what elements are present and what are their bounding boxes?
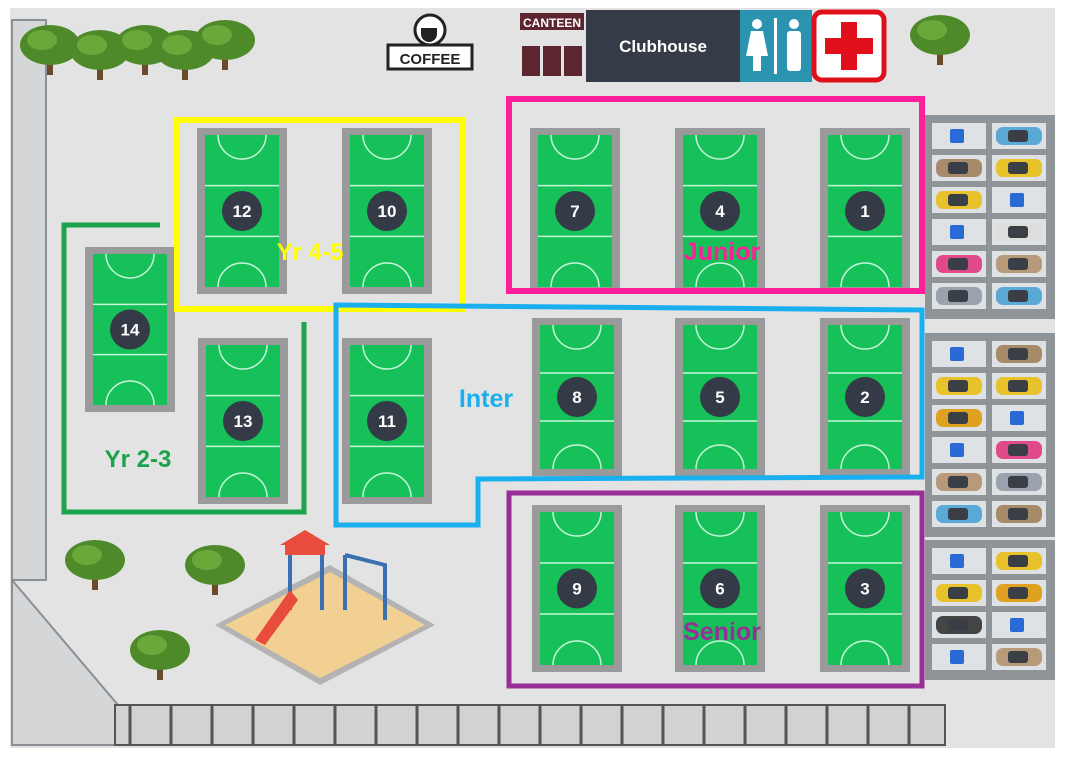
court-number-badge [557, 377, 597, 417]
court-number-badge [223, 401, 263, 441]
court-number-badge [110, 309, 150, 350]
court-number: 5 [715, 388, 724, 407]
court-number-badge [845, 568, 885, 609]
accessible-parking-icon [950, 347, 964, 361]
fence-bottom [114, 704, 946, 746]
court-number-badge [555, 191, 595, 231]
court-5[interactable]: 5 [675, 318, 765, 476]
zone-senior-label: Senior [683, 618, 761, 646]
court-8[interactable]: 8 [532, 318, 622, 476]
court-14[interactable]: 14 [85, 247, 175, 412]
tree-icon [20, 25, 80, 75]
zone-yr45-border [174, 117, 466, 312]
court-number-badge [367, 191, 407, 231]
zone-junior-label: Junior [684, 238, 761, 266]
tree-icon [910, 15, 970, 65]
court-number-badge [845, 191, 885, 231]
zone-yr23-border [61, 222, 307, 515]
court-number: 14 [121, 321, 140, 340]
first-aid-cross-icon [811, 9, 887, 83]
court-number: 6 [715, 580, 724, 599]
court-number-badge [700, 377, 740, 417]
court-number: 11 [378, 412, 396, 431]
restroom-icon [740, 10, 812, 82]
court-number: 2 [860, 388, 869, 407]
court-number-badge [557, 568, 597, 609]
accessible-parking-icon [1010, 193, 1024, 207]
court-number: 8 [572, 388, 581, 407]
playground [215, 530, 435, 685]
coffee-icon: COFFEE [386, 13, 474, 71]
zone-junior-border [506, 96, 925, 294]
court-number: 10 [378, 202, 397, 221]
court-number: 1 [860, 202, 869, 221]
zone-yr23-label: Yr 2-3 [105, 446, 172, 473]
accessible-parking-icon [950, 443, 964, 457]
canteen-label: CANTEEN [523, 16, 581, 30]
zone-inter-border [333, 302, 925, 528]
accessible-parking-icon [1010, 618, 1024, 632]
court-13[interactable]: 13 [198, 338, 288, 504]
canteen-icon: CANTEEN [520, 13, 584, 76]
court-number-badge [367, 401, 407, 441]
accessible-parking-icon [950, 650, 964, 664]
coffee-label: COFFEE [400, 51, 461, 68]
court-6[interactable]: 6 [675, 505, 765, 672]
court-7[interactable]: 7 [530, 128, 620, 294]
court-9[interactable]: 9 [532, 505, 622, 672]
zone-inter-label: Inter [459, 385, 513, 413]
tree-icon [185, 545, 245, 595]
tree-icon [70, 30, 130, 80]
court-3[interactable]: 3 [820, 505, 910, 672]
court-number: 4 [715, 202, 725, 221]
clubhouse-label: Clubhouse [619, 37, 707, 56]
court-10[interactable]: 10 [342, 128, 432, 294]
tree-icon [195, 20, 255, 70]
accessible-parking-icon [950, 225, 964, 239]
parking-lot [925, 115, 1055, 680]
court-number: 13 [234, 412, 253, 431]
court-number-badge [700, 568, 740, 609]
court-number-badge [222, 191, 262, 231]
court-2[interactable]: 2 [820, 318, 910, 476]
court-4[interactable]: 4 [675, 128, 765, 294]
clubhouse-button[interactable]: Clubhouse [586, 10, 741, 82]
court-11[interactable]: 11 [342, 338, 432, 504]
court-number: 9 [572, 580, 581, 599]
fence-left [11, 19, 119, 746]
court-number: 3 [860, 580, 869, 599]
court-12[interactable]: 12 [197, 128, 287, 294]
court-number-badge [845, 377, 885, 417]
zone-yr45-label: Yr 4-5 [277, 239, 344, 266]
zone-senior-border [506, 490, 925, 689]
tree-icon [65, 540, 125, 590]
court-number-badge [700, 191, 740, 231]
accessible-parking-icon [950, 129, 964, 143]
court-number: 12 [233, 202, 252, 221]
tree-icon [130, 630, 190, 680]
court-1[interactable]: 1 [820, 128, 910, 294]
accessible-parking-icon [1010, 411, 1024, 425]
accessible-parking-icon [950, 554, 964, 568]
court-number: 7 [570, 202, 579, 221]
